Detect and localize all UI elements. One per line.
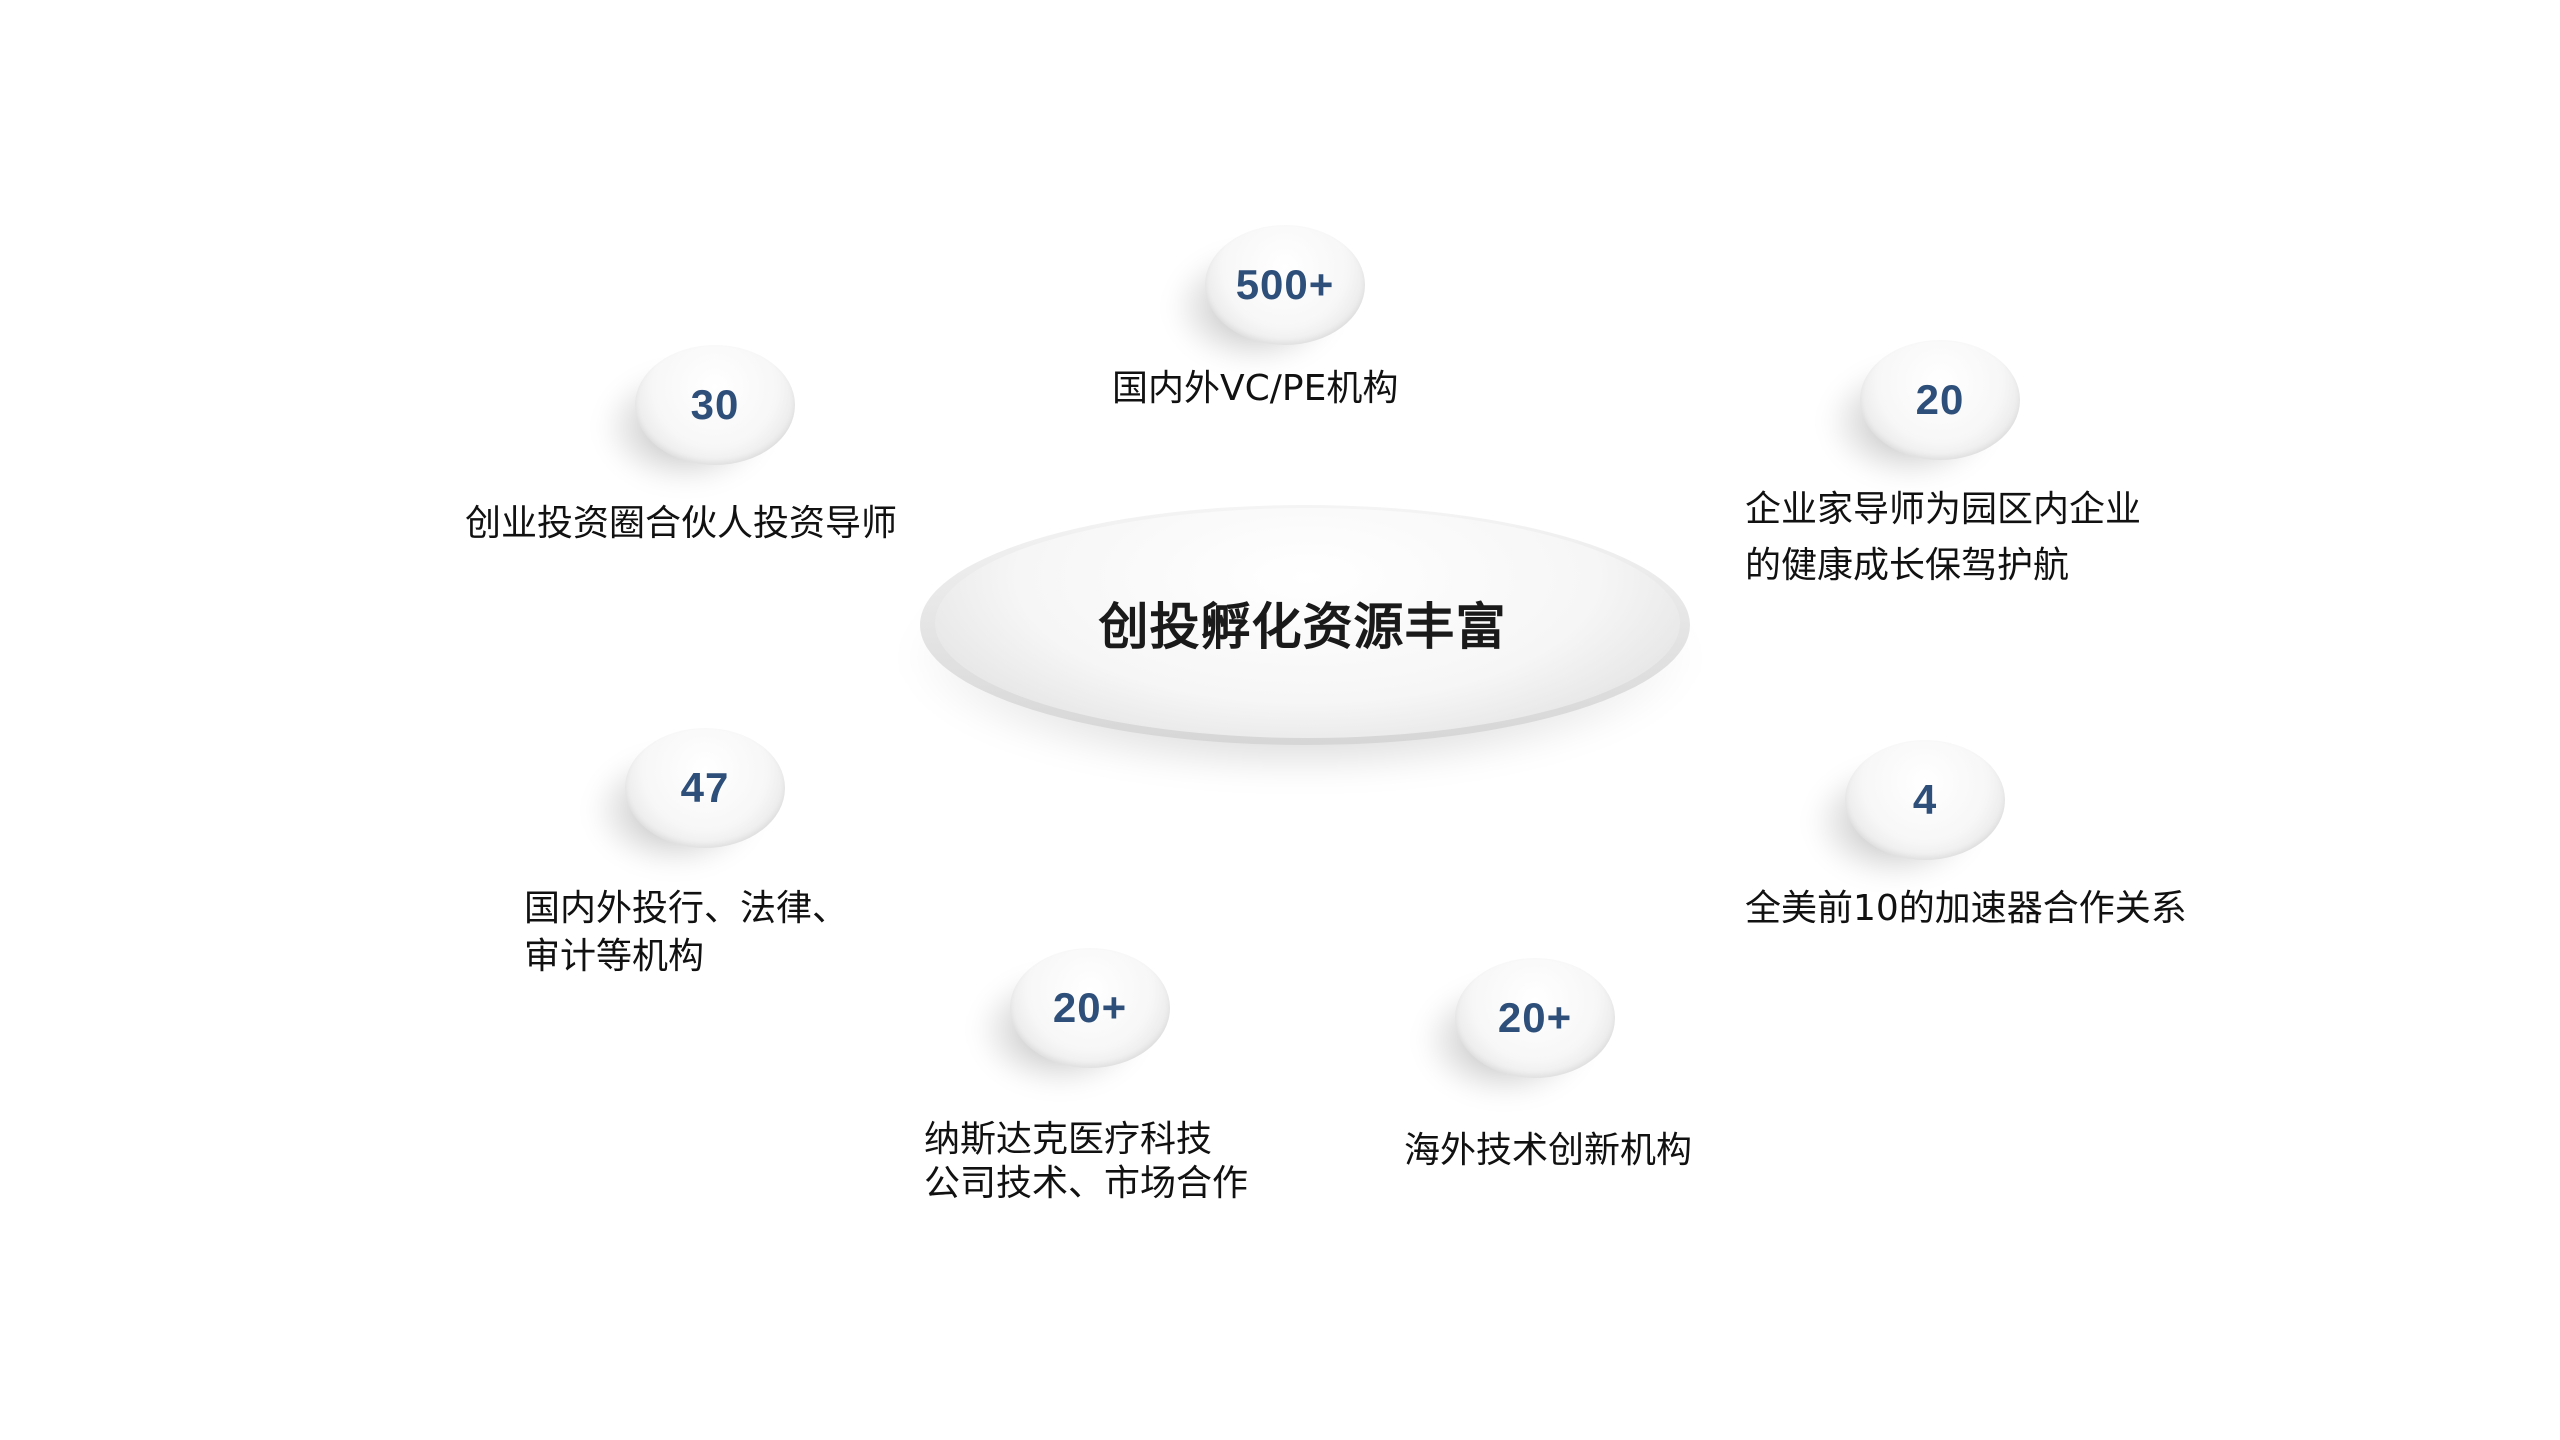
node-value: 47: [680, 764, 730, 811]
node-disc: 500+: [1205, 225, 1365, 345]
node-entrepreneur-mentors: 20: [1825, 340, 2020, 482]
node-nasdaq: 20+: [975, 948, 1170, 1090]
node-value: 4: [1912, 776, 1938, 823]
label-line: 审计等机构: [524, 936, 705, 977]
label-line: 全美前10的加速器合作关系: [1745, 888, 2187, 929]
node-value: 20+: [1052, 984, 1128, 1031]
node-accelerators: 4: [1810, 740, 2005, 882]
node-value: 20: [1915, 376, 1965, 423]
node-institutions: 47: [590, 728, 785, 870]
label-mentors: 创业投资圈合伙人投资导师: [465, 500, 897, 548]
node-value: 500+: [1235, 261, 1335, 308]
node-vcpe: 500+: [1170, 225, 1365, 367]
label-line: 国内外VC/PE机构: [1112, 368, 1399, 409]
label-line: 国内外投行、法律、: [524, 888, 849, 929]
node-overseas: 20+: [1420, 958, 1615, 1100]
center-ellipse: 创投孵化资源丰富: [935, 508, 1680, 738]
node-disc: 4: [1845, 740, 2005, 860]
label-accelerators: 全美前10的加速器合作关系: [1745, 885, 2187, 933]
label-entrepreneur-mentors: 企业家导师为园区内企业 的健康成长保驾护航: [1745, 482, 2141, 594]
label-vcpe: 国内外VC/PE机构: [1112, 365, 1398, 413]
label-institutions: 国内外投行、法律、 审计等机构: [524, 885, 848, 981]
node-disc: 20+: [1010, 948, 1170, 1068]
label-line: 创业投资圈合伙人投资导师: [465, 503, 898, 544]
label-line: 公司技术、市场合作: [924, 1163, 1249, 1204]
node-value: 20+: [1497, 994, 1573, 1041]
label-line: 海外技术创新机构: [1404, 1130, 1693, 1171]
label-line: 企业家导师为园区内企业: [1745, 489, 2142, 530]
node-mentors: 30: [600, 345, 795, 487]
node-disc: 47: [625, 728, 785, 848]
label-overseas: 海外技术创新机构: [1404, 1127, 1692, 1175]
node-disc: 30: [635, 345, 795, 465]
node-value: 30: [690, 381, 740, 428]
label-nasdaq: 纳斯达克医疗科技 公司技术、市场合作: [924, 1118, 1248, 1206]
node-disc: 20: [1860, 340, 2020, 460]
center-title: 创投孵化资源丰富: [1098, 598, 1507, 656]
node-disc: 20+: [1455, 958, 1615, 1078]
label-line: 的健康成长保驾护航: [1745, 545, 2070, 586]
label-line: 纳斯达克医疗科技: [924, 1119, 1213, 1160]
